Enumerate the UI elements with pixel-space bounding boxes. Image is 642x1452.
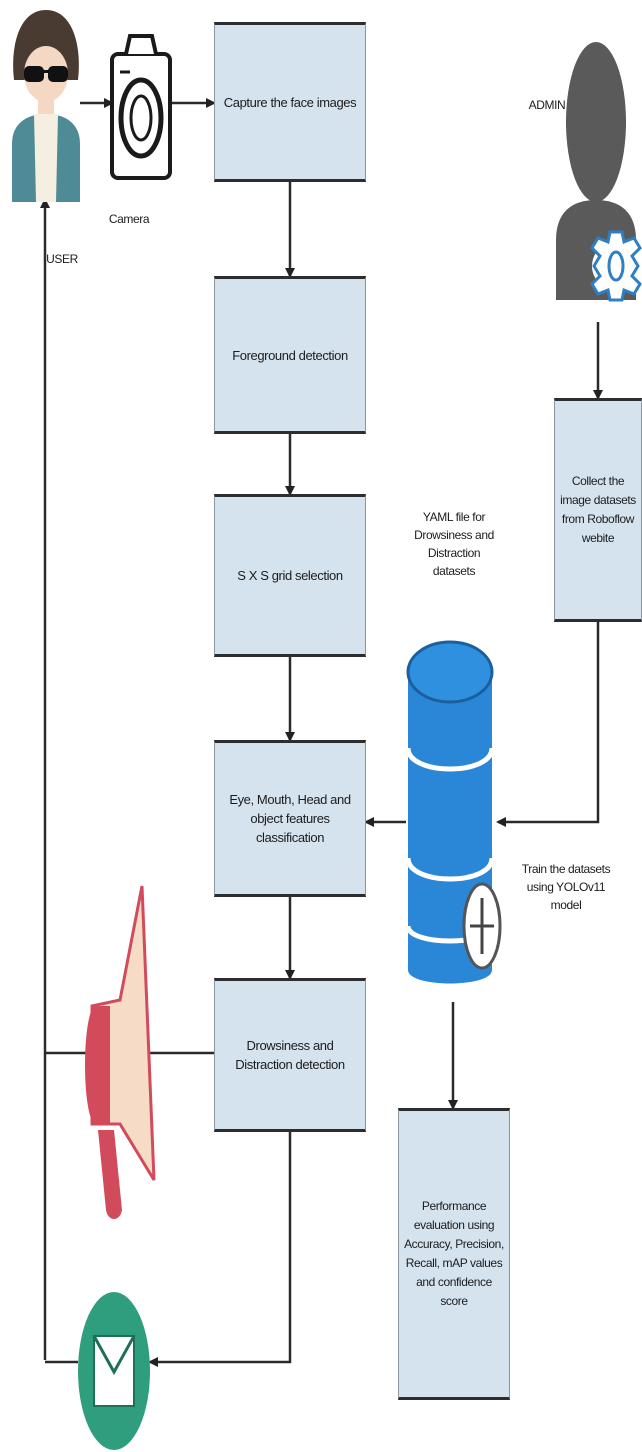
user-with-sunglasses-icon (12, 10, 80, 202)
megaphone-alarm-icon (85, 885, 156, 1219)
arrow-collect-to-database (496, 620, 600, 827)
foreground-detection-box: Foreground detection (214, 276, 366, 434)
features-classification-box: Eye, Mouth, Head and object features cla… (214, 740, 366, 897)
database-add-icon (405, 640, 502, 984)
user-label: USER (46, 252, 78, 266)
train-yolo-label: Train the datasets using YOLOv11 model (521, 862, 611, 912)
yaml-file-label: YAML file for Drowsiness and Distraction… (414, 510, 494, 578)
grid-selection-box: S X S grid selection (214, 494, 366, 657)
performance-evaluation-box: Performance evaluation using Accuracy, P… (398, 1108, 510, 1400)
admin-gear-icon (556, 42, 642, 302)
mail-icon (78, 1292, 150, 1450)
arrow-detection-to-mail (148, 1130, 292, 1367)
admin-label: ADMIN (528, 98, 566, 112)
camera-icon (110, 34, 172, 180)
collect-datasets-box: Collect the image datasets from Roboflow… (554, 398, 642, 622)
camera-label: Camera (108, 212, 150, 226)
capture-face-images-box: Capture the face images (214, 22, 366, 182)
drowsiness-distraction-detection-box: Drowsiness and Distraction detection (214, 978, 366, 1132)
